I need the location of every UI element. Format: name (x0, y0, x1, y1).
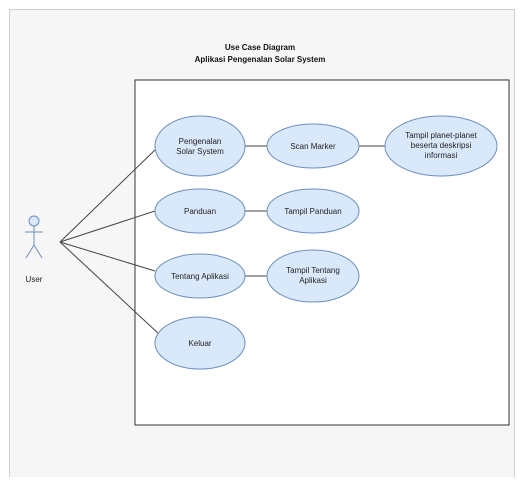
use-case-keluar[interactable] (154, 316, 246, 370)
use-case-tampil-planet-label-1: Tampil planet-planet (405, 131, 477, 140)
use-case-tampil-panduan-label: Tampil Panduan (284, 207, 341, 216)
actor-label: User (26, 275, 43, 284)
use-case-tampil-planet-label-2: beserta deskripsi (411, 141, 472, 150)
assoc-user-tentang (59, 241, 156, 272)
assoc-user-panduan (59, 210, 156, 243)
assoc-user-keluar (59, 241, 161, 336)
use-case-panduan-label: Panduan (184, 207, 216, 216)
use-case-tampil-tentang-label-2: Aplikasi (299, 276, 327, 285)
use-case-scan-marker-label: Scan Marker (290, 142, 336, 151)
use-case-tampil-planet-label-3: informasi (425, 151, 458, 160)
use-case-tampil-tentang-label-1: Tampil Tentang (286, 266, 340, 275)
assoc-user-pengenalan (59, 149, 156, 243)
use-case-pengenalan-label-1: Pengenalan (179, 137, 222, 146)
use-case-pengenalan-label-2: Solar System (176, 147, 224, 156)
use-case-tampil-tentang[interactable] (266, 249, 360, 303)
use-case-keluar-label: Keluar (188, 339, 211, 348)
stick-figure-icon (25, 215, 43, 259)
use-case-links (245, 145, 385, 277)
actor-associations (59, 149, 161, 336)
use-case-tampil-planet[interactable] (384, 115, 498, 177)
diagram-subtitle: Aplikasi Pengenalan Solar System (195, 55, 326, 64)
use-case-tampil-panduan[interactable] (266, 188, 360, 234)
use-case-scan-marker[interactable] (266, 123, 360, 169)
diagram-title: Use Case Diagram (225, 43, 295, 52)
use-case-panduan[interactable] (154, 188, 246, 234)
use-case-tentang-label: Tentang Aplikasi (171, 272, 229, 281)
use-case-pengenalan[interactable] (154, 115, 246, 177)
use-case-tentang[interactable] (154, 253, 246, 299)
